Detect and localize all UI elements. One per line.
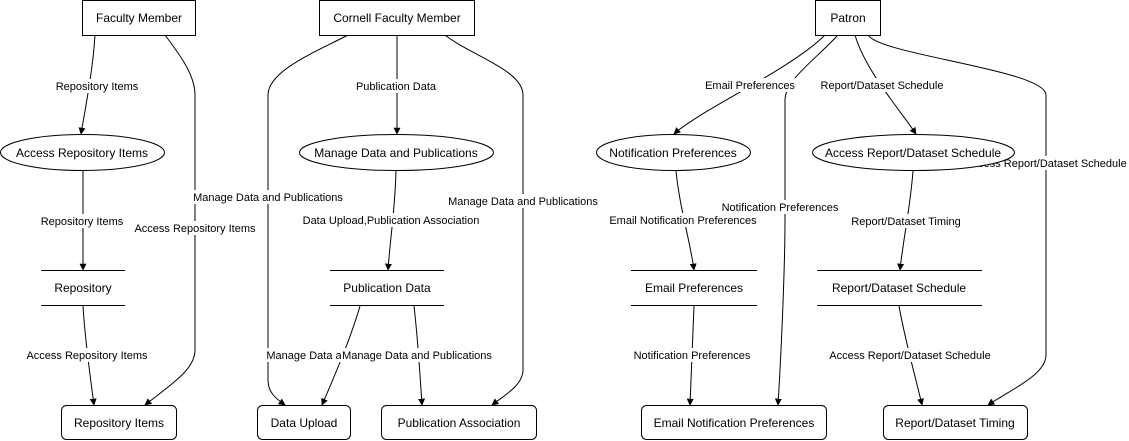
edge-label-patron-to-timing: Access Report/Dataset Schedule — [965, 158, 1126, 170]
edge-label-repo-to-items: Access Repository Items — [26, 350, 148, 362]
store-report-schedule: Report/Dataset Schedule — [817, 270, 982, 306]
entity-faculty-member: Faculty Member — [82, 0, 196, 36]
data-stores: Repository Publication Data Email Prefer… — [41, 270, 982, 306]
output-report-timing-label: Report/Dataset Timing — [895, 416, 1014, 430]
edge-label-patron-to-ars: Report/Dataset Schedule — [821, 80, 944, 92]
process-access-repository-items: Access Repository Items — [0, 134, 165, 171]
edge-label-fm-to-items: Access Repository Items — [134, 223, 256, 235]
output-data-upload: Data Upload — [257, 405, 351, 440]
edge-cfm-to-data-upload — [267, 34, 349, 406]
edge-labels: Repository Items Repository Items Access… — [25, 78, 1129, 362]
edge-label-patron-to-enp: Notification Preferences — [722, 202, 839, 214]
outputs: Repository Items Data Upload Publication… — [61, 405, 1028, 440]
edge-label-fm-to-ari: Repository Items — [56, 81, 139, 93]
process-access-report-schedule-label: Access Report/Dataset Schedule — [825, 146, 1001, 160]
edge-label-mdp-to-pubdata: Data Upload,Publication Association — [303, 215, 480, 227]
edge-label-patron-to-np: Email Preferences — [705, 80, 795, 92]
store-email-preferences: Email Preferences — [631, 270, 757, 306]
entity-cornell-faculty-member: Cornell Faculty Member — [319, 0, 475, 36]
edge-label-ars-to-schedule: Report/Dataset Timing — [851, 216, 960, 228]
edge-patron-to-timing — [867, 34, 1047, 406]
edge-fm-to-items — [144, 34, 196, 406]
process-manage-data-publications: Manage Data and Publications — [299, 134, 494, 171]
store-report-schedule-label: Report/Dataset Schedule — [832, 281, 966, 295]
edge-label-pubdata-to-assoc: Manage Data and Publications — [342, 350, 492, 362]
process-notification-preferences: Notification Preferences — [596, 134, 751, 171]
edge-label-fm-to-upload: Manage Data and Publications — [193, 192, 343, 204]
process-access-repository-items-label: Access Repository Items — [16, 146, 148, 160]
edge-cfm-to-association — [444, 34, 524, 406]
output-email-notification-preferences: Email Notification Preferences — [641, 405, 827, 440]
process-manage-data-publications-label: Manage Data and Publications — [314, 146, 477, 160]
store-repository: Repository — [41, 270, 125, 306]
entity-patron-label: Patron — [830, 11, 865, 25]
output-repository-items-label: Repository Items — [74, 416, 164, 430]
entity-faculty-member-label: Faculty Member — [96, 11, 182, 25]
edge-label-emailpref-to-enp: Notification Preferences — [634, 350, 751, 362]
output-data-upload-label: Data Upload — [271, 416, 338, 430]
edge-label-np-to-emailpref: Email Notification Preferences — [609, 215, 757, 227]
output-publication-association: Publication Association — [381, 405, 537, 440]
edge-patron-to-enp — [774, 34, 839, 406]
output-repository-items: Repository Items — [61, 405, 177, 440]
output-email-notification-preferences-label: Email Notification Preferences — [654, 416, 815, 430]
entity-cornell-faculty-member-label: Cornell Faculty Member — [333, 11, 460, 25]
entity-patron: Patron — [815, 0, 881, 36]
edge-label-pubdata-to-upload: Manage Data a — [266, 350, 342, 362]
store-email-preferences-label: Email Preferences — [645, 281, 743, 295]
edge-label-cfm-to-mdp: Publication Data — [356, 81, 437, 93]
edge-label-ari-to-repo: Repository Items — [41, 216, 124, 228]
output-report-timing: Report/Dataset Timing — [883, 405, 1028, 440]
process-notification-preferences-label: Notification Preferences — [609, 146, 736, 160]
processes: Access Repository Items Manage Data and … — [0, 134, 1015, 171]
edge-label-cfm-to-assoc: Manage Data and Publications — [448, 196, 598, 208]
store-repository-label: Repository — [54, 281, 111, 295]
store-publication-data: Publication Data — [330, 270, 444, 306]
entities: Faculty Member Cornell Faculty Member Pa… — [82, 0, 881, 36]
store-publication-data-label: Publication Data — [343, 281, 431, 295]
edge-label-schedule-to-timing: Access Report/Dataset Schedule — [829, 350, 990, 362]
process-access-report-schedule: Access Report/Dataset Schedule — [812, 134, 1015, 171]
output-publication-association-label: Publication Association — [398, 416, 521, 430]
